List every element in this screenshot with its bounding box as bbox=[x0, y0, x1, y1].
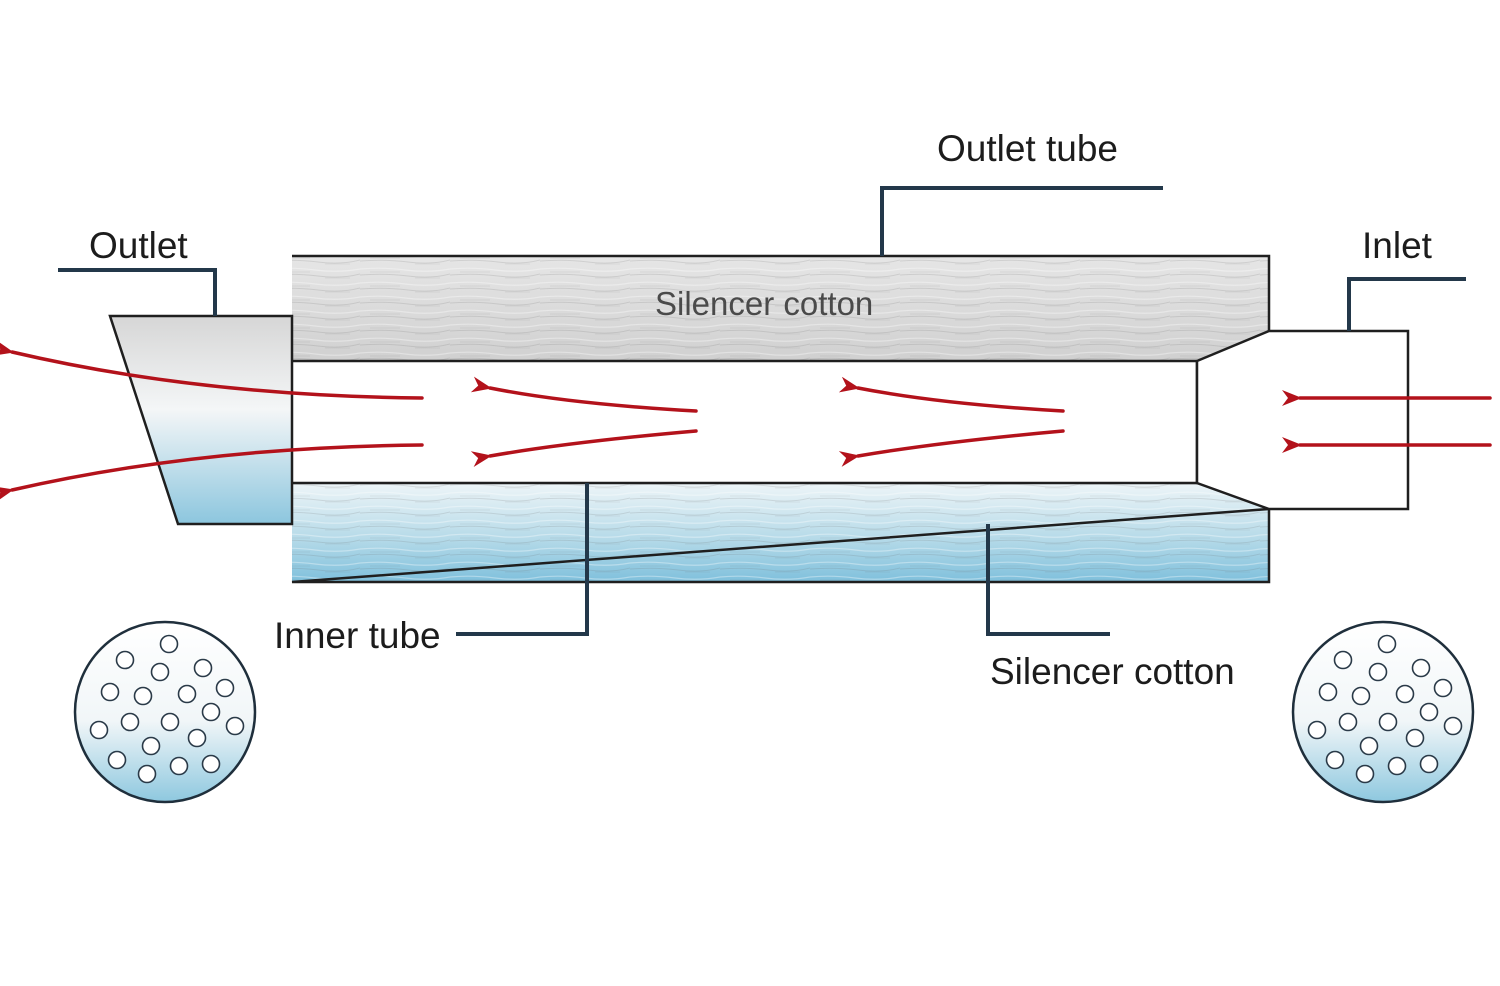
leader-inlet bbox=[1347, 277, 1466, 331]
perforation-hole bbox=[1411, 658, 1431, 678]
perforation-hole bbox=[187, 728, 207, 748]
leader-outlet-tube bbox=[880, 186, 1163, 256]
red-flow-arrow-icon bbox=[838, 429, 1065, 467]
perforation-hole bbox=[141, 736, 161, 756]
perforation-hole bbox=[177, 684, 197, 704]
perforation-hole bbox=[133, 686, 153, 706]
leader-outlet bbox=[58, 268, 217, 316]
perforation-hole bbox=[169, 756, 189, 776]
perforation-hole bbox=[150, 662, 170, 682]
perforation-hole bbox=[201, 754, 221, 774]
perforation-hole bbox=[1359, 736, 1379, 756]
perforated-disc-icon bbox=[1291, 620, 1475, 804]
perforation-hole bbox=[89, 720, 109, 740]
perforation-hole bbox=[1355, 764, 1375, 784]
label-outlet: Outlet bbox=[89, 225, 188, 266]
perforation-hole bbox=[160, 712, 180, 732]
perforation-hole bbox=[1433, 678, 1453, 698]
label-silencer-cotton-top: Silencer cotton bbox=[655, 285, 873, 322]
perforation-hole bbox=[1351, 686, 1371, 706]
red-flow-arrow-icon bbox=[470, 376, 698, 413]
red-flow-arrow-icon bbox=[0, 443, 424, 502]
perforation-hole bbox=[1368, 662, 1388, 682]
perforation-hole bbox=[1443, 716, 1463, 736]
label-inner-tube: Inner tube bbox=[274, 615, 441, 656]
leader-silencer-cotton-bottom bbox=[986, 524, 1110, 636]
perforation-hole bbox=[115, 650, 135, 670]
red-flow-arrow-icon bbox=[0, 340, 424, 400]
perforation-hole bbox=[1405, 728, 1425, 748]
perforation-hole bbox=[1333, 650, 1353, 670]
perforation-hole bbox=[215, 678, 235, 698]
perforation-hole bbox=[100, 682, 120, 702]
inlet-pipe bbox=[1195, 329, 1410, 511]
outlet-tube-body bbox=[291, 254, 1271, 584]
perforated-disc-icon bbox=[73, 620, 257, 804]
perforation-hole bbox=[1378, 712, 1398, 732]
perforation-hole bbox=[1395, 684, 1415, 704]
perforation-hole bbox=[107, 750, 127, 770]
perforation-hole bbox=[159, 634, 179, 654]
perforation-hole bbox=[1307, 720, 1327, 740]
perforation-hole bbox=[1419, 702, 1439, 722]
perforation-hole bbox=[120, 712, 140, 732]
perforation-hole bbox=[1387, 756, 1407, 776]
label-silencer-cotton-bottom: Silencer cotton bbox=[990, 651, 1235, 692]
label-inlet: Inlet bbox=[1362, 225, 1433, 266]
label-outlet-tube: Outlet tube bbox=[937, 128, 1118, 169]
perforation-hole bbox=[225, 716, 245, 736]
perforation-hole bbox=[1338, 712, 1358, 732]
perforation-hole bbox=[1419, 754, 1439, 774]
perforation-hole bbox=[1377, 634, 1397, 654]
inner-tube-body bbox=[292, 359, 1199, 485]
red-flow-arrow-icon bbox=[470, 429, 698, 467]
perforation-hole bbox=[1325, 750, 1345, 770]
leader-lines bbox=[58, 186, 1466, 636]
outlet-pipe bbox=[108, 314, 294, 526]
perforation-hole bbox=[137, 764, 157, 784]
perforation-hole bbox=[193, 658, 213, 678]
exhaust-flow-arrows bbox=[0, 340, 1492, 502]
leader-inner-tube bbox=[456, 483, 589, 636]
perforation-hole bbox=[201, 702, 221, 722]
red-flow-arrow-icon bbox=[838, 376, 1065, 413]
perforation-hole bbox=[1318, 682, 1338, 702]
